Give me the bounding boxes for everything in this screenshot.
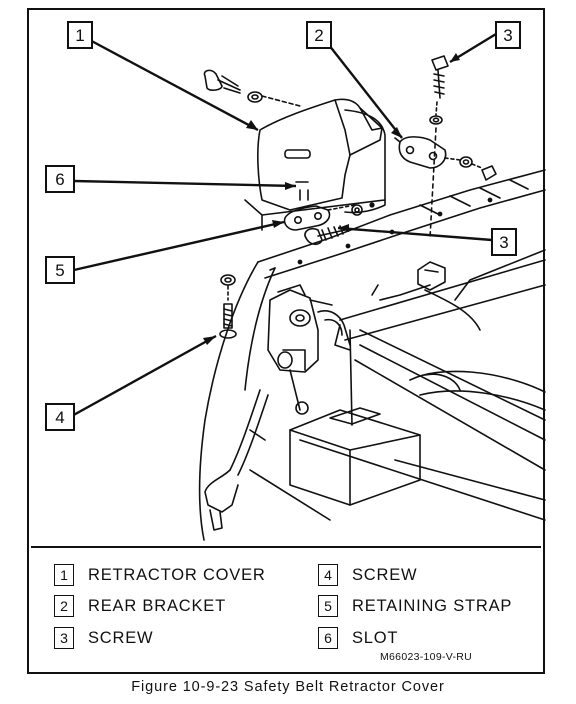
legend-number: 2	[54, 595, 74, 617]
cargo-floor	[249, 249, 546, 521]
lower-left-screw	[219, 274, 237, 339]
callout-4-label: 4	[55, 408, 64, 427]
legend-divider	[31, 546, 541, 548]
callout-3-top: 3	[495, 21, 521, 49]
callout-6: 6	[45, 165, 75, 193]
callout-1-label: 1	[75, 26, 84, 45]
reference-code: M66023-109-V-RU	[380, 651, 473, 663]
floor-bracket	[417, 261, 446, 291]
callout-2-label: 2	[314, 26, 323, 45]
callout-3-mid-label: 3	[499, 233, 508, 252]
retractor-cover	[257, 98, 383, 211]
mounting-plate	[344, 109, 386, 216]
legend-label: SCREW	[88, 628, 154, 647]
legend-item: 6 SLOT	[318, 625, 398, 651]
belt-retractor	[267, 284, 351, 415]
figure-frame	[27, 8, 545, 674]
legend-number: 6	[318, 627, 338, 649]
legend-number: 1	[54, 564, 74, 586]
leader-lines	[69, 32, 497, 419]
legend-item: 2 REAR BRACKET	[54, 593, 226, 619]
legend-number: 5	[318, 595, 338, 617]
legend-number: 4	[318, 564, 338, 586]
legend-item: 3 SCREW	[54, 625, 153, 651]
legend-label: SLOT	[352, 628, 399, 647]
legend-item: 5 RETAINING STRAP	[318, 593, 512, 619]
legend-label: RETAINING STRAP	[352, 596, 513, 615]
middle-screw	[304, 225, 346, 246]
retaining-strap	[283, 204, 356, 231]
top-right-screw	[429, 55, 449, 239]
storage-box	[289, 407, 421, 506]
callout-5: 5	[45, 256, 75, 284]
legend-label: REAR BRACKET	[88, 596, 226, 615]
quarter-panel	[198, 169, 546, 541]
legend-label: SCREW	[352, 565, 418, 584]
callout-4: 4	[45, 403, 75, 431]
callout-6-label: 6	[55, 170, 64, 189]
callout-2: 2	[306, 21, 332, 49]
figure-caption: Figure 10-9-23 Safety Belt Retractor Cov…	[131, 679, 445, 695]
upper-left-screw	[203, 69, 301, 107]
callout-1: 1	[67, 21, 93, 49]
legend-number: 3	[54, 627, 74, 649]
legend-item: 4 SCREW	[318, 562, 417, 588]
callout-5-label: 5	[55, 261, 64, 280]
rear-bracket	[394, 136, 497, 181]
callout-3-top-label: 3	[503, 26, 512, 45]
belt-webbing	[204, 389, 269, 531]
legend-item: 1 RETRACTOR COVER	[54, 562, 266, 588]
callout-3-mid: 3	[491, 228, 517, 256]
legend-label: RETRACTOR COVER	[88, 565, 266, 584]
leader-arrowheads	[203, 53, 460, 345]
